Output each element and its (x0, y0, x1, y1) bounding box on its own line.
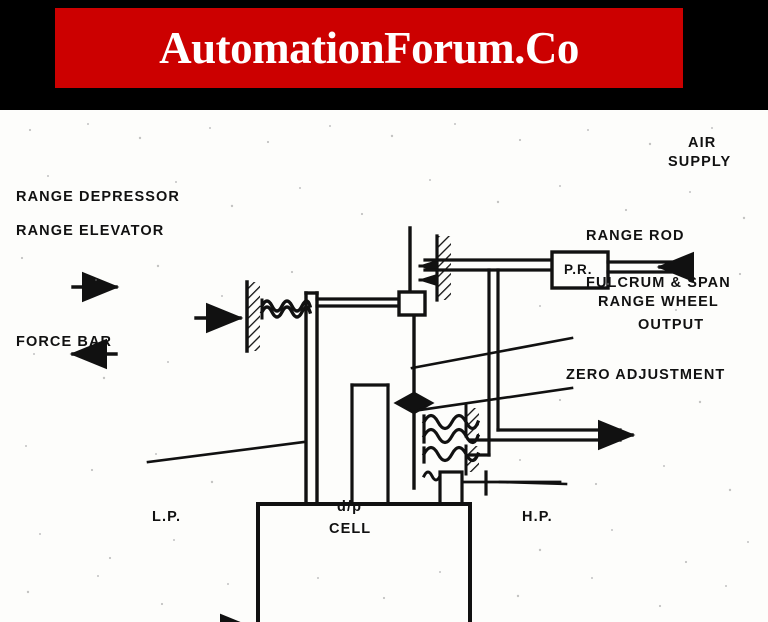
pressure-regulator-box (550, 250, 610, 290)
range-spring (259, 298, 313, 320)
banner-red-plate (55, 8, 683, 88)
site-banner: AutomationForum.Co (0, 0, 768, 110)
label-force-bar: FORCE BAR (16, 334, 113, 350)
label-cell: CELL (329, 521, 372, 537)
banner-title: AutomationForum.Co (159, 23, 579, 73)
inner-column (350, 383, 390, 508)
diagram-drawing (69, 226, 694, 622)
label-pressure-regulator: P.R. (564, 262, 593, 277)
label-fulcrum-span: FULCRUM & SPAN (586, 275, 731, 291)
range-rod (408, 226, 416, 490)
label-zero-adjustment: ZERO ADJUSTMENT (566, 367, 726, 383)
feedback-bellows (421, 404, 481, 476)
label-range-rod: RANGE ROD (586, 228, 685, 244)
flexure-connector (397, 290, 427, 317)
label-range-depressor: RANGE DEPRESSOR (16, 189, 180, 205)
top-link-bar (315, 297, 402, 308)
feedback-pipe (468, 268, 622, 457)
label-range-wheel: RANGE WHEEL (598, 294, 719, 310)
label-air-supply: SUPPLY (668, 154, 732, 170)
label-low-pressure: L.P. (152, 509, 182, 525)
annotation-arrows (69, 251, 694, 451)
label-air: AIR (688, 135, 717, 151)
label-output: OUTPUT (638, 317, 705, 333)
label-dp: d/p (337, 499, 363, 515)
leader-lines (146, 336, 574, 486)
dp-cell-body (256, 502, 472, 622)
fulcrum-wheel (393, 391, 435, 415)
transmitter-diagram: RANGE DEPRESSOR RANGE ELEVATOR FORCE BAR… (0, 110, 768, 622)
label-range-elevator: RANGE ELEVATOR (16, 223, 165, 239)
zero-adjustment-screw (421, 470, 562, 506)
label-high-pressure: H.P. (522, 509, 553, 525)
force-bar (304, 291, 319, 508)
hatched-wall-left (245, 280, 260, 353)
